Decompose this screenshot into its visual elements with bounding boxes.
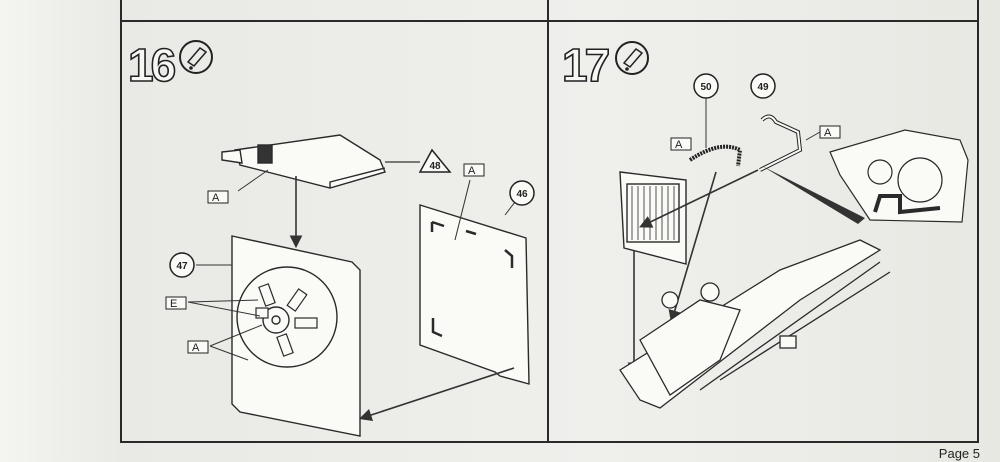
tag-A: A <box>805 125 841 141</box>
step-number: 16 <box>128 39 175 91</box>
svg-text:A: A <box>212 192 220 204</box>
part-48-callout: 48 <box>418 148 452 173</box>
tag-A: A <box>670 137 692 151</box>
engine-detail-inset <box>829 129 969 223</box>
svg-text:46: 46 <box>516 189 528 200</box>
tag-E: E <box>165 296 261 317</box>
svg-text:E: E <box>170 298 177 310</box>
step-16: 16 48 A <box>127 38 535 437</box>
tag-A: A <box>187 324 263 361</box>
part-46-plate <box>419 204 530 385</box>
step-number: 17 <box>562 39 609 91</box>
svg-text:A: A <box>675 139 683 151</box>
part-50-callout: 50 <box>693 73 719 99</box>
svg-text:49: 49 <box>757 82 769 93</box>
svg-text:A: A <box>824 127 832 139</box>
svg-text:A: A <box>468 165 476 177</box>
tag-A: A <box>463 163 485 177</box>
tag-A: A <box>207 190 229 204</box>
page-number: Page 5 <box>938 446 980 461</box>
chassis-assembly <box>619 239 891 409</box>
part-47-fan-shroud <box>231 235 361 437</box>
glue-tube-icon <box>615 41 649 75</box>
svg-text:A: A <box>192 342 200 354</box>
step-17: 17 50 49 A A <box>561 38 969 409</box>
step-17-panel <box>547 20 979 443</box>
radiator-part <box>619 171 687 265</box>
svg-text:47: 47 <box>176 261 188 272</box>
glue-tube-icon <box>179 40 213 74</box>
part-46-callout: 46 <box>509 180 535 206</box>
part-48-tank <box>221 134 386 189</box>
part-47-callout: 47 <box>169 252 195 278</box>
part-49-callout: 49 <box>750 73 776 99</box>
svg-text:48: 48 <box>429 161 441 172</box>
svg-text:50: 50 <box>700 82 712 93</box>
